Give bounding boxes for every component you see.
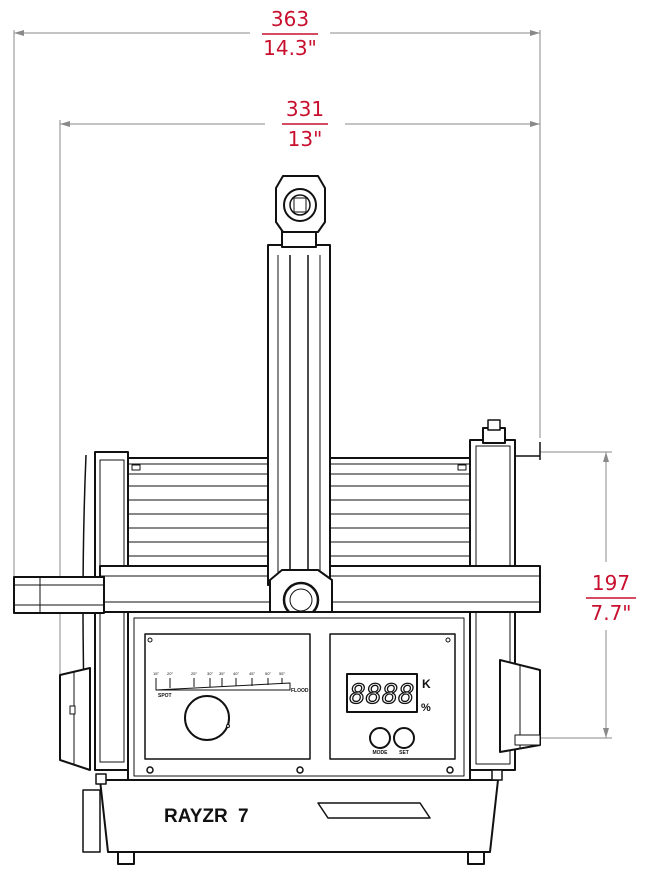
fixture-feet [95,769,503,865]
angle-label: 35° [219,671,225,676]
led-display [346,673,418,713]
focus-dial[interactable] [184,695,230,741]
body-width-mm: 331 [286,97,324,121]
flood-label: FLOOD [291,688,309,694]
model-number: 7 [238,806,249,827]
product-brand: RAYZR 7 [164,806,249,827]
body-height-inch: 7.7" [590,601,631,625]
brand-name: RAYZR [164,806,228,827]
dimension-body-width-label: 331 13" [282,97,328,151]
yoke-arm [267,224,331,586]
mode-button[interactable] [369,727,391,749]
overall-width-mm: 363 [271,7,309,31]
dimension-overall-width [13,30,541,600]
angle-label: 20° [167,671,173,676]
beam-angle-scale [155,678,291,691]
angle-label: 15° [153,671,159,676]
yoke-top-knob [275,175,326,233]
set-button[interactable] [393,727,415,749]
beam-angle-labels: 15° 20° 25° 30° 35° 40° 45° 50° 55° [153,671,285,676]
spot-label: SPOT [158,693,172,699]
unit-percent-label: % [421,702,431,714]
set-button-label: SET [399,750,409,756]
angle-label: 25° [191,671,197,676]
body-width-inch: 13" [288,127,323,151]
led-display-digits: 8888 [349,679,414,710]
unit-k-label: K [422,677,431,691]
dimension-body-height-label: 197 7.7" [586,571,636,625]
body-height-mm: 197 [592,571,630,595]
angle-label: 50° [265,671,271,676]
name-plate [82,779,499,853]
angle-label: 55° [279,671,285,676]
control-panel-housing [127,611,471,783]
angle-label: 30° [207,671,213,676]
dimension-overall-width-label: 363 14.3" [262,7,318,60]
angle-label: 40° [233,671,239,676]
angle-label: 45° [249,671,255,676]
mode-button-label: MODE [373,750,389,756]
overall-width-inch: 14.3" [263,36,317,60]
dimension-body-height [540,451,612,739]
